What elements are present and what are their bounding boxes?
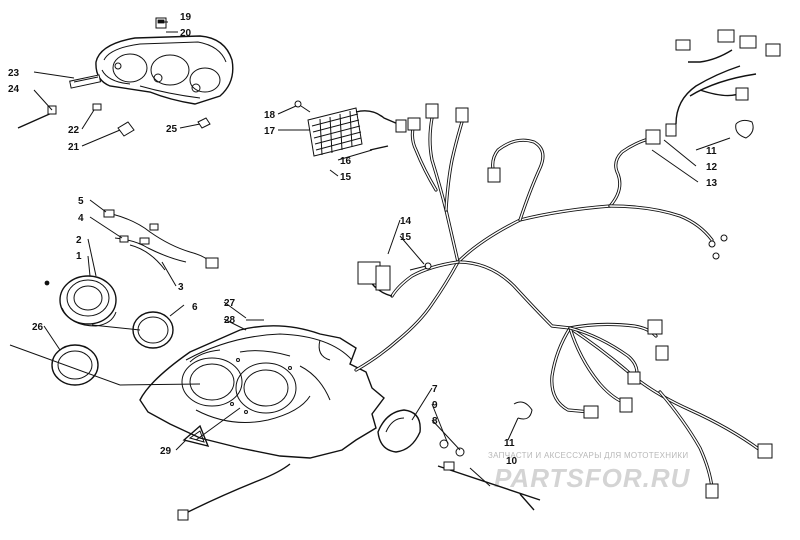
callout-4: 4 [78, 213, 84, 224]
callout-7: 7 [432, 384, 438, 395]
pod-clip [155, 17, 167, 29]
cable-clip [513, 401, 533, 420]
watermark: ЗАПЧАСТИ И АКСЕССУАРЫ ДЛЯ МОТОТЕХНИКИ PA… [488, 451, 691, 493]
callout-25: 24 [8, 84, 20, 95]
relay-harness [675, 29, 781, 139]
callout-6: 6 [192, 302, 198, 313]
callout-9: 9 [432, 400, 438, 411]
relay-pack [357, 261, 432, 297]
callout-24: 23 [8, 68, 20, 79]
callout-20: 19 [180, 12, 192, 23]
part-callouts: 19 20 23 24 22 21 25 18 17 16 15 5 4 2 1… [8, 12, 718, 467]
callout-22: 21 [68, 142, 80, 153]
main-wiring-harness [354, 116, 762, 490]
gauge-ring-27 [51, 344, 99, 386]
callout-1: 1 [76, 251, 82, 262]
tachometer-housing [377, 409, 541, 511]
pod-screw [17, 105, 57, 129]
callout-21: 20 [180, 28, 192, 39]
callout-11-upper: 11 [706, 146, 717, 157]
callout-12: 12 [706, 162, 718, 173]
instrument-pod-housing [95, 35, 234, 105]
callout-2: 2 [76, 235, 82, 246]
callout-29: 28 [224, 315, 236, 326]
callout-16: 15 [340, 172, 352, 183]
callout-14: 14 [400, 216, 412, 227]
callout-27: 26 [32, 322, 44, 333]
callout-28: 27 [224, 298, 236, 309]
gauge-speedometer [59, 275, 117, 327]
pod-bulb-socket-left [69, 74, 102, 89]
callout-10: 10 [506, 456, 518, 467]
callout-19: 18 [264, 110, 276, 121]
callout-17: 16 [340, 156, 352, 167]
callout-30: 29 [160, 446, 172, 457]
watermark-logo: PARTSFOR.RU [494, 463, 691, 493]
dash-panel [139, 325, 385, 459]
callout-26: 25 [166, 124, 178, 135]
pod-small-bulbs [92, 103, 211, 137]
callout-8: 8 [432, 416, 438, 427]
callout-11-lower: 11 [504, 438, 515, 449]
harness-connectors [407, 103, 773, 499]
watermark-caption: ЗАПЧАСТИ И АКСЕССУАРЫ ДЛЯ МОТОТЕХНИКИ [488, 451, 688, 460]
callout-23: 22 [68, 125, 80, 136]
gauge-harness [44, 209, 219, 286]
callout-15: 15 [400, 232, 412, 243]
voltage-regulator [294, 100, 407, 157]
leader-lines [9, 21, 731, 487]
callout-5: 5 [78, 196, 84, 207]
callout-13: 13 [706, 178, 718, 189]
lower-harness-lead [177, 463, 291, 521]
callout-3: 3 [178, 282, 184, 293]
callout-18: 17 [264, 126, 276, 137]
warning-decal [182, 424, 210, 448]
